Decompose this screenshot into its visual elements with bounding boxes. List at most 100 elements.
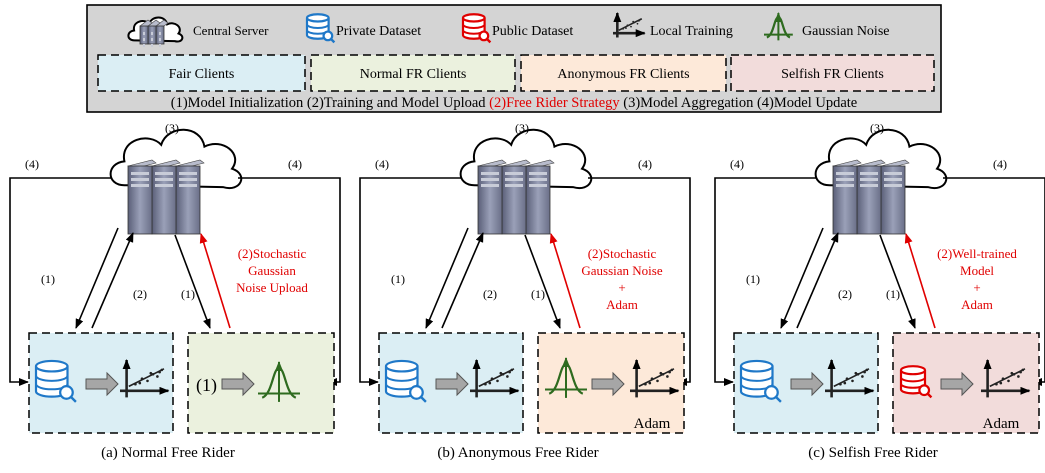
local-training-icon (825, 359, 875, 398)
adam-label: Adam (634, 416, 671, 432)
legend-server-label: Central Server (193, 23, 269, 38)
gray-arrow (790, 371, 824, 397)
local-training-icon (981, 359, 1031, 398)
step-text: (2)Free Rider Strategy (489, 95, 623, 111)
gaussian-noise-icon (764, 12, 793, 41)
panel-caption: (a) Normal Free Rider (101, 445, 235, 461)
step-text: (4)Model Update (757, 95, 857, 111)
update-arrow-left (714, 177, 817, 386)
steps-legend: (1)Model Initialization (2)Training and … (171, 95, 857, 111)
adam-label: Adam (983, 416, 1020, 432)
free-rider-strategy-label: Adam (606, 297, 638, 312)
init-arrow-fr (174, 234, 211, 329)
free-rider-strategy-label: + (973, 280, 980, 295)
update-label-left: (4) (25, 157, 39, 171)
free-rider-strategy-label: Adam (961, 297, 993, 312)
gray-arrow (940, 371, 974, 397)
client-type-box (520, 54, 727, 92)
local-training-icon (470, 359, 520, 398)
free-rider-strategy-label: (2)Stochastic (588, 246, 657, 261)
gray-arrow (435, 371, 469, 397)
step-text: (2)Training and Model Upload (307, 95, 489, 111)
server-icon (832, 159, 910, 235)
init-label: (1) (196, 375, 217, 396)
private-dataset-icon (305, 13, 336, 44)
client-type-label: Fair Clients (169, 67, 235, 82)
free-rider-strategy-label: (2)Stochastic (238, 246, 307, 261)
server-icon (127, 159, 205, 235)
update-label-right: (4) (288, 157, 302, 171)
update-arrow-left (359, 177, 462, 386)
aggregation-label: (3) (165, 121, 179, 135)
local-training-icon (120, 359, 170, 398)
gaussian-noise-icon (258, 361, 300, 402)
legend-private-label: Private Dataset (336, 24, 421, 39)
init-arrow-fr (524, 234, 561, 329)
legend-noise-label: Gaussian Noise (802, 24, 890, 39)
legend-training-label: Local Training (650, 24, 733, 39)
upload-label-fair: (2) (838, 287, 852, 301)
init-label-fr: (1) (886, 287, 900, 301)
free-rider-upload-arrow (904, 233, 936, 329)
client-type-box (730, 54, 935, 92)
public-dataset-icon (899, 365, 933, 399)
free-rider-strategy-label: (2)Well-trained (937, 246, 1017, 261)
init-arrow-fair (75, 227, 119, 329)
init-label-fair: (1) (41, 272, 55, 286)
free-rider-client-box (187, 332, 335, 434)
private-dataset-icon (34, 359, 77, 403)
panels: (3) (4) (4) (1) (1) (2) (1) (2)StochasticGaussi… (9, 121, 1045, 461)
free-rider-strategy-label: Gaussian Noise (581, 263, 662, 278)
upload-arrow-fair (91, 232, 134, 329)
server-icon (477, 159, 555, 235)
init-label-fr: (1) (181, 287, 195, 301)
server-icon (139, 19, 169, 47)
aggregation-label: (3) (515, 121, 529, 135)
gray-arrow (85, 371, 119, 397)
private-dataset-icon (384, 359, 427, 403)
step-text: (3)Model Aggregation (623, 95, 757, 111)
free-rider-strategy-label: Gaussian (248, 263, 296, 278)
free-rider-upload-arrow (549, 233, 581, 329)
update-label-left: (4) (375, 157, 389, 171)
client-type-box (310, 54, 516, 92)
client-type-box (97, 54, 306, 92)
free-rider-upload-arrow (199, 233, 231, 329)
gaussian-noise-icon (545, 357, 587, 398)
init-arrow-fr (879, 234, 916, 329)
gray-arrow (221, 371, 255, 397)
update-label-right: (4) (993, 157, 1007, 171)
legend-public-label: Public Dataset (492, 24, 573, 39)
upload-label-fair: (2) (483, 287, 497, 301)
panel-selfish: (3) (4) (4) Adam (1) (2) (1) (2)Well-trainedMod… (714, 121, 1045, 461)
local-training-icon (613, 12, 646, 38)
aggregation-label: (3) (870, 121, 884, 135)
free-rider-strategy-label: + (618, 280, 625, 295)
panel-normal: (3) (4) (4) (1) (1) (2) (1) (2)StochasticGaussi… (9, 121, 341, 461)
legend: Central Server Private Dataset Public Data… (86, 4, 942, 113)
panel-caption: (b) Anonymous Free Rider (437, 445, 598, 461)
gray-arrow (591, 371, 625, 397)
free-rider-strategy-label: Model (960, 263, 994, 278)
update-arrow-left (9, 177, 112, 386)
step-text: (1)Model Initialization (171, 95, 307, 111)
init-label-fair: (1) (746, 272, 760, 286)
client-type-label: Normal FR Clients (360, 67, 467, 82)
init-arrow-fair (780, 227, 824, 329)
free-rider-strategy-label: Noise Upload (236, 280, 308, 295)
upload-arrow-fair (441, 232, 484, 329)
init-label-fr: (1) (531, 287, 545, 301)
update-label-left: (4) (730, 157, 744, 171)
private-dataset-icon (739, 359, 782, 403)
local-training-icon (630, 359, 680, 398)
client-type-label: Anonymous FR Clients (557, 67, 689, 82)
panel-anonymous: (3) (4) (4) Adam (1) (2) (1) (2)StochasticGauss… (359, 121, 691, 461)
init-label-fair: (1) (391, 272, 405, 286)
update-label-right: (4) (638, 157, 652, 171)
init-arrow-fair (425, 227, 469, 329)
upload-arrow-fair (796, 232, 839, 329)
client-type-label: Selfish FR Clients (781, 67, 884, 82)
panel-caption: (c) Selfish Free Rider (808, 445, 938, 461)
upload-label-fair: (2) (133, 287, 147, 301)
